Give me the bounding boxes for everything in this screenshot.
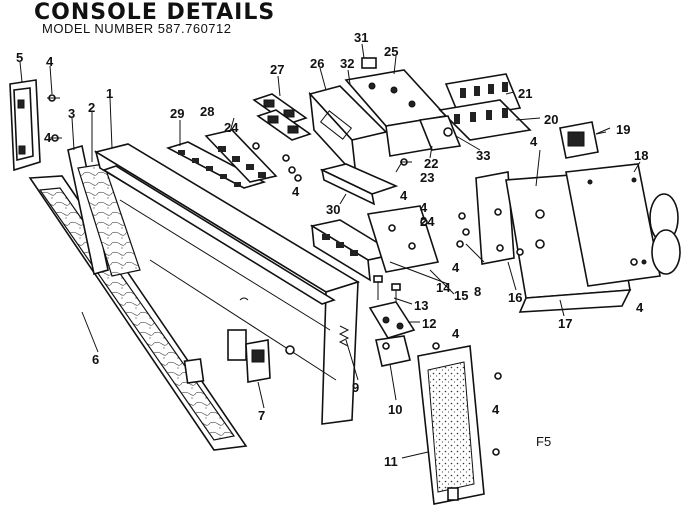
label-12: 12 <box>422 316 436 331</box>
part-18-timer-block <box>565 163 681 287</box>
part-19-switch <box>559 121 607 159</box>
label-31: 31 <box>354 30 368 45</box>
part-16-plate <box>475 171 515 265</box>
label-29: 29 <box>170 106 184 121</box>
label-13: 13 <box>414 298 428 313</box>
label-17: 17 <box>558 316 572 331</box>
part-7-selector <box>245 339 271 383</box>
screws-8 <box>456 212 470 248</box>
part-1-console-housing <box>93 143 360 425</box>
label-16: 16 <box>508 290 522 305</box>
part-11-grille-panel <box>417 345 485 505</box>
label-28: 28 <box>200 104 214 119</box>
label-4-bracket: 4 <box>292 184 300 199</box>
label-4-upper: 4 <box>420 200 428 215</box>
label-7: 7 <box>258 408 265 423</box>
label-22: 22 <box>424 156 438 171</box>
label-4-right: 4 <box>636 300 644 315</box>
part-10-clip <box>375 335 411 367</box>
label-27: 27 <box>270 62 284 77</box>
leader-lines <box>19 43 641 459</box>
label-21: 21 <box>518 86 532 101</box>
part-20-connector <box>438 99 532 141</box>
label-8: 8 <box>474 284 481 299</box>
label-23: 23 <box>420 170 434 185</box>
part-22-23-33 <box>400 115 462 166</box>
part-27-knobs <box>252 93 312 141</box>
part-5-end-cap <box>9 79 41 172</box>
screw-4-right <box>630 258 638 266</box>
label-32: 32 <box>340 56 354 71</box>
label-25: 25 <box>384 44 398 59</box>
label-4: 4 <box>46 54 54 69</box>
code-f5: F5 <box>536 434 551 449</box>
part-30-bar <box>319 163 399 206</box>
label-30: 30 <box>326 202 340 217</box>
label-15: 15 <box>454 288 468 303</box>
part-28-bracket <box>204 129 278 183</box>
label-4-mid: 4 <box>400 188 408 203</box>
label-24-lower: 24 <box>420 214 435 229</box>
label-4-clip: 4 <box>452 326 460 341</box>
label-9: 9 <box>352 380 359 395</box>
part-2-trim <box>77 163 141 277</box>
label-24: 24 <box>224 120 239 135</box>
label-4-grille: 4 <box>492 402 500 417</box>
label-2: 2 <box>88 100 95 115</box>
screws-4-grille <box>432 342 502 456</box>
part-3-bezel <box>67 144 109 276</box>
label-33: 33 <box>476 148 490 163</box>
label-10: 10 <box>388 402 402 417</box>
screw-4-topleft <box>47 94 62 142</box>
label-4-b15: 4 <box>452 260 460 275</box>
part-26-display-frame <box>308 85 388 179</box>
part-13-screw <box>373 275 401 304</box>
label-4-cap: 4 <box>44 130 52 145</box>
part-14-control-housing <box>309 219 399 282</box>
label-14: 14 <box>436 280 451 295</box>
label-3: 3 <box>68 106 75 121</box>
label-4-switch: 4 <box>530 134 538 149</box>
label-19: 19 <box>616 122 630 137</box>
screws-24-4 <box>252 142 302 182</box>
label-1: 1 <box>106 86 113 101</box>
part-12-terminal-block <box>368 301 416 339</box>
part-29-button-strip <box>165 141 267 189</box>
part-15-bracket <box>366 205 440 273</box>
label-11: 11 <box>384 454 398 469</box>
diagram-title: CONSOLE DETAILS <box>34 0 276 25</box>
label-18: 18 <box>634 148 648 163</box>
label-26: 26 <box>310 56 324 71</box>
label-6: 6 <box>92 352 99 367</box>
label-20: 20 <box>544 112 558 127</box>
label-5: 5 <box>16 50 23 65</box>
part-9-spring <box>338 325 350 347</box>
model-number: MODEL NUMBER 587.760712 <box>42 21 232 36</box>
